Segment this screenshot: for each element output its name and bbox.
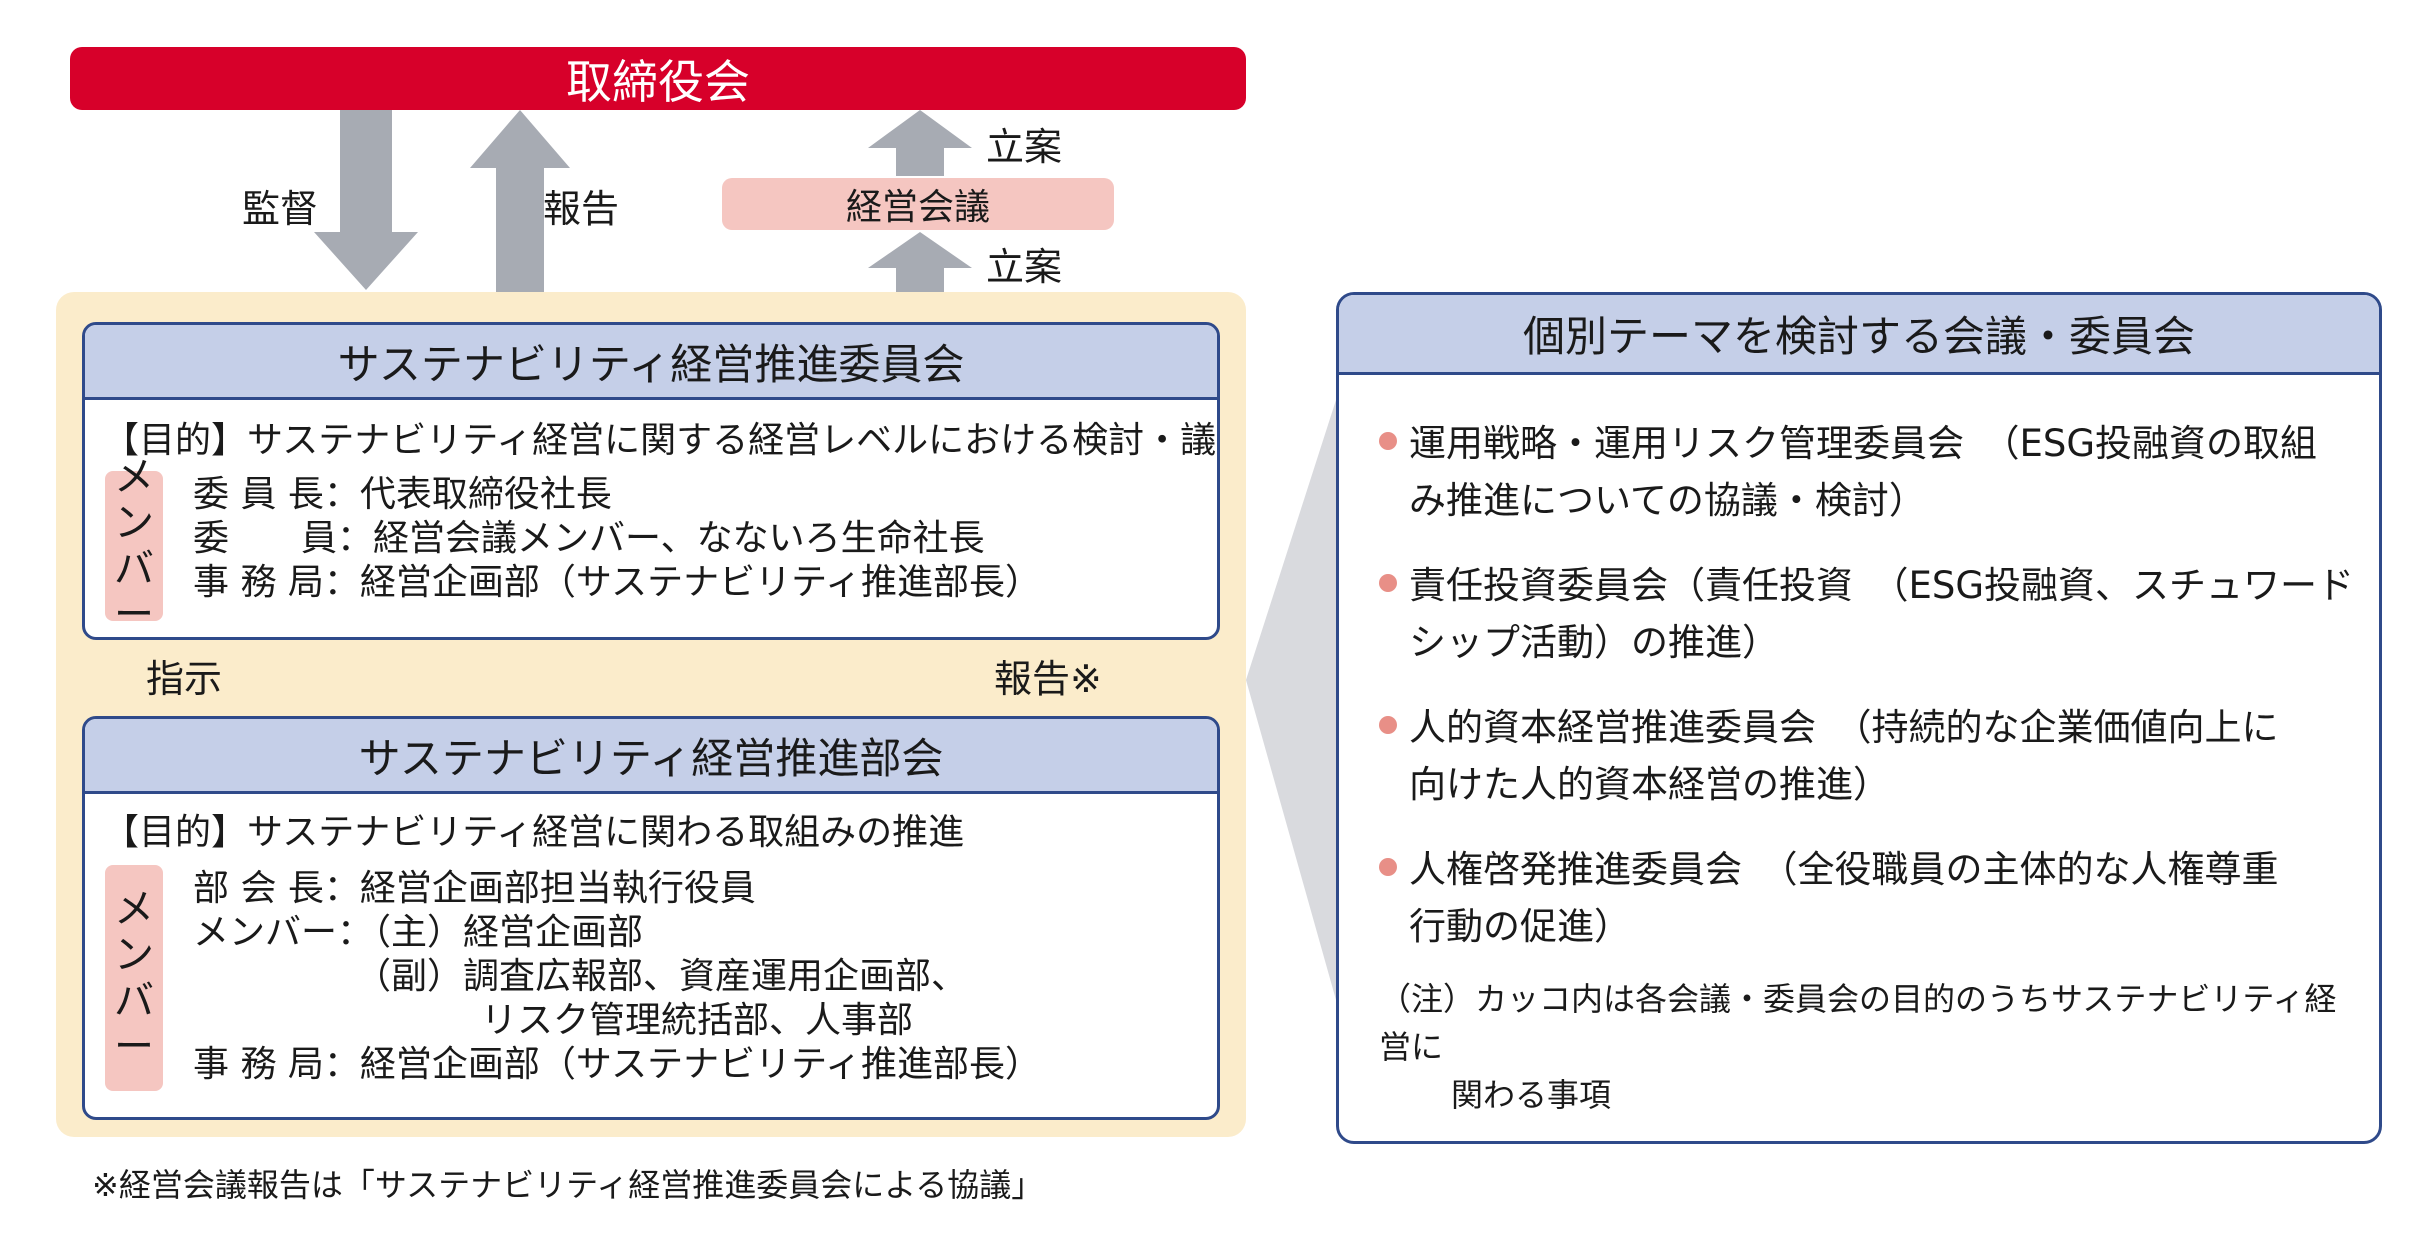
instruct-label: 指示 [146,657,223,701]
member-row: リスク管理統括部、人事部 [193,1000,914,1041]
callout-wedge [1246,400,1336,1000]
bullet-icon [1379,716,1397,734]
member-row: 部 会 長：経営企画部担当執行役員 [193,868,756,909]
note: （注）カッコ内は各会議・委員会の目的のうちサステナビリティ経営に 関わる事項 [1379,975,2359,1119]
committee-title: サステナビリティ経営推進委員会 [85,325,1217,400]
board-of-directors-bar: 取締役会 [70,47,1246,110]
member-tag-char: ン [114,932,154,978]
supervise-label: 監督 [242,187,319,231]
meeting-item: 人的資本経営推進委員会 （持続的な企業価値向上に 向けた人的資本経営の推進） [1379,699,2359,813]
bullet-icon [1379,432,1397,450]
supervise-arrow-icon [314,110,418,290]
plan-upper-arrow-icon [868,110,972,176]
member-tag-char: メ [114,886,154,932]
meeting-item-line2: シップ活動）の推進） [1409,621,1779,664]
committee-members: 委 員 長：代表取締役社長 委 員：経営会議メンバー、なないろ生命社長 事 務 … [193,473,1041,605]
committee-box: サステナビリティ経営推進委員会 【目的】サステナビリティ経営に関する経営レベルに… [82,322,1220,640]
subcommittee-box: サステナビリティ経営推進部会 【目的】サステナビリティ経営に関わる取組みの推進 … [82,716,1220,1120]
subcommittee-purpose: 【目的】サステナビリティ経営に関わる取組みの推進 [103,812,965,853]
board-title: 取締役会 [566,54,750,109]
report-note-label: 報告※ [994,657,1102,701]
member-tag-char: バ [114,546,154,592]
member-row: 委 員 長：代表取締役社長 [193,474,612,515]
plan-lower-arrow-icon [868,232,972,292]
meeting-item-line1: 人的資本経営推進委員会 （持続的な企業価値向上に [1409,706,2279,749]
report-up-arrow-icon [470,110,570,292]
plan-upper-label: 立案 [986,125,1063,169]
member-tag-char: ン [114,500,154,546]
management-meeting-box: 経営会議 [722,178,1114,230]
member-tag-char: ー [114,592,154,638]
meeting-item-line1: 責任投資委員会（責任投資 （ESG投融資、スチュワード [1409,564,2355,607]
member-row: 事 務 局：経営企画部（サステナビリティ推進部長） [193,1044,1042,1085]
member-row: 事 務 局：経営企画部（サステナビリティ推進部長） [193,562,1042,603]
member-tag-char: バ [114,978,154,1024]
subcommittee-members: 部 会 長：経営企画部担当執行役員 メンバー：（主）経営企画部 （副）調査広報部… [193,867,1041,1087]
member-row: （副）調査広報部、資産運用企画部、 [193,956,968,997]
member-row: 委 員：経営会議メンバー、なないろ生命社長 [193,518,985,559]
meeting-item-line1: 運用戦略・運用リスク管理委員会 （ESG投融資の取組 [1409,422,2318,465]
meeting-item: 責任投資委員会（責任投資 （ESG投融資、スチュワード シップ活動）の推進） [1379,557,2359,671]
committee-member-tag: メ ン バ ー [105,454,163,637]
note-line1: （注）カッコ内は各会議・委員会の目的のうちサステナビリティ経営に [1379,980,2337,1066]
management-meeting-label: 経営会議 [845,187,990,228]
meeting-item: 運用戦略・運用リスク管理委員会 （ESG投融資の取組 み推進についての協議・検討… [1379,415,2359,529]
plan-lower-label: 立案 [986,245,1063,289]
report-label: 報告 [543,187,620,231]
footnote: ※経営会議報告は「サステナビリティ経営推進委員会による協議」 [92,1166,1044,1204]
committee-purpose: 【目的】サステナビリティ経営に関する経営レベルにおける検討・議論 [103,420,1220,461]
meeting-item-line2: み推進についての協議・検討） [1409,479,1926,522]
subcommittee-title: サステナビリティ経営推進部会 [85,719,1217,794]
meeting-item-line2: 行動の促進） [1409,905,1631,948]
bullet-icon [1379,574,1397,592]
meeting-item-line1: 人権啓発推進委員会 （全役職員の主体的な人権尊重 [1409,848,2279,891]
individual-meetings-box: 個別テーマを検討する会議・委員会 運用戦略・運用リスク管理委員会 （ESG投融資… [1336,292,2382,1144]
member-tag-char: メ [114,454,154,500]
member-row: メンバー：（主）経営企画部 [193,912,644,953]
member-tag-char: ー [114,1024,154,1070]
meeting-item-line2: 向けた人的資本経営の推進） [1409,763,1890,806]
meeting-item: 人権啓発推進委員会 （全役職員の主体的な人権尊重 行動の促進） [1379,841,2359,955]
bullet-icon [1379,858,1397,876]
note-line2: 関わる事項 [1451,1076,1612,1114]
subcommittee-member-tag: メ ン バ ー [105,865,163,1091]
individual-meetings-title: 個別テーマを検討する会議・委員会 [1339,295,2379,375]
